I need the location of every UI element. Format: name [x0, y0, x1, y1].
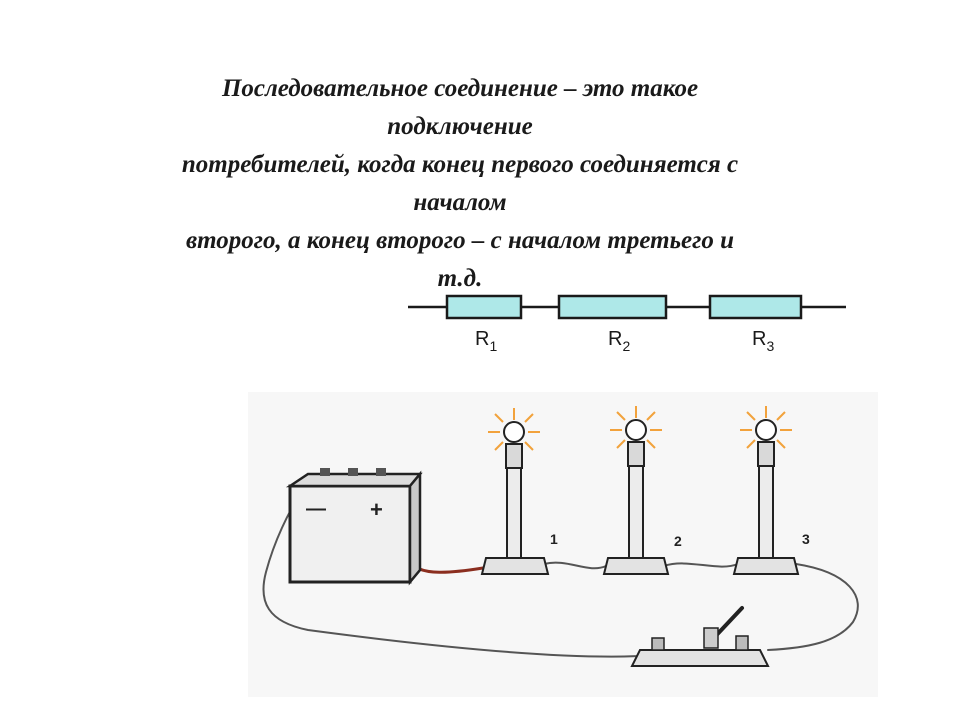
definition-line-1: Последовательное соединение – это такое: [221, 75, 699, 102]
resistor-r2: [557, 294, 668, 320]
battery-plus-label: +: [370, 497, 383, 522]
battery-side: [408, 470, 422, 586]
lamp-1: 1: [480, 408, 558, 575]
wire-lamp3-to-switch: [767, 563, 859, 651]
lamp-2-glow: [610, 406, 662, 449]
definition-text: Последовательное соединение – это такое …: [60, 70, 860, 298]
wire-switch-to-battery: [262, 487, 641, 658]
battery-minus-label: —: [306, 498, 326, 520]
circuit-illustration: — + 1 2: [248, 392, 878, 697]
lamp-2-number: 2: [674, 533, 682, 549]
definition-line-4: началом: [413, 189, 507, 216]
lamp-2-bulb: [625, 419, 647, 441]
lamp-3-number: 3: [802, 531, 810, 547]
lamp-3-bulb: [755, 419, 777, 441]
definition-line-6: т.д.: [437, 265, 483, 292]
definition-line-3: потребителей, когда конец первого соедин…: [181, 151, 739, 178]
lamp-1-bulb: [503, 421, 525, 443]
lamp-3-base: [732, 557, 800, 575]
switch-base: [630, 649, 770, 667]
resistor-label-r1: R1: [475, 328, 497, 354]
definition-line-2: подключение: [387, 113, 533, 140]
lamp-2: 2: [602, 406, 682, 575]
resistor-label-r2: R2: [608, 328, 630, 354]
battery-body: [288, 484, 412, 584]
lamp-2-stand: [628, 465, 644, 561]
lamp-1-glow: [488, 408, 540, 451]
knife-switch: [630, 606, 770, 667]
lamp-1-number: 1: [550, 531, 558, 547]
wire-lamp1-to-lamp2: [543, 561, 607, 570]
lamp-1-stand: [506, 467, 522, 561]
lamp-3-stand: [758, 465, 774, 561]
resistor-label-r3: R3: [752, 328, 774, 354]
resistor-r1: [445, 294, 523, 320]
lamp-3: 3: [732, 406, 810, 575]
series-resistor-diagram: R1 R2 R3: [408, 294, 846, 354]
resistor-r3: [708, 294, 803, 320]
lamp-2-base: [602, 557, 670, 575]
lamp-1-base: [480, 557, 550, 575]
definition-line-5: второго, а конец второго – с началом тре…: [186, 227, 734, 254]
wire-lamp2-to-lamp3: [663, 562, 739, 568]
battery: — +: [285, 468, 423, 586]
lamp-3-glow: [740, 406, 792, 449]
